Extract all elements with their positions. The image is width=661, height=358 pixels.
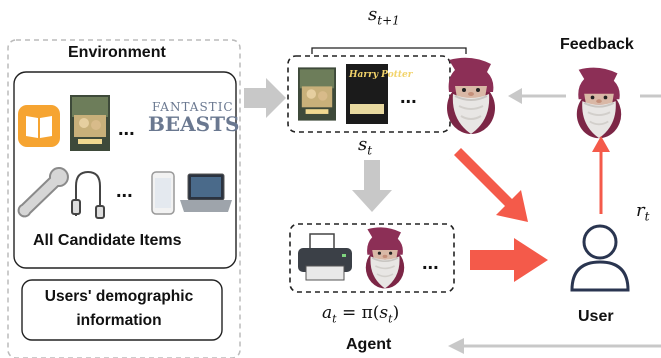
agent-ellipsis: ... [422,252,439,274]
fantastic-logo-bottom: BEASTS [148,112,240,136]
user-to-feedback-arrowhead [592,136,610,152]
agent-to-user-arrow [470,238,548,282]
state-plush-icon [445,56,497,136]
cable-icon [71,170,105,219]
candidate-ellipsis-2: ... [116,180,133,202]
phone-icon [151,171,175,215]
candidate-items-title: All Candidate Items [33,232,182,249]
book-app-icon [18,105,60,147]
agent-box [289,223,455,293]
agent-plush-icon [364,226,406,290]
state-bracket [311,47,467,54]
state-poster-icon [298,67,336,121]
environment-box [7,39,241,358]
laptop-icon [180,173,232,212]
fantastic-logo-top: FANTASTIC [152,100,234,114]
harry-potter-cover-title: Harry Potter [349,70,413,80]
action-formula: at = π(st) [322,303,400,326]
demographic-line-1: Users' demographic [44,288,194,305]
reward-label: rt [636,200,650,224]
candidate-items-box [13,71,237,269]
demographic-line-2: information [76,312,162,329]
demographic-box [21,279,223,341]
wrench-icon [17,167,69,218]
state-to-user-arrow [449,148,528,222]
state-to-agent-arrow [352,160,392,212]
movie-poster-icon [70,95,110,151]
state-box [287,55,451,133]
current-state-label: st [358,134,373,158]
return-arrowhead [448,338,464,354]
agent-title: Agent [346,336,392,353]
feedback-plush-icon [575,66,623,140]
candidate-ellipsis-1: ... [118,118,135,140]
feedback-title: Feedback [560,36,634,53]
env-to-state-arrow [244,78,286,118]
environment-title: Environment [68,44,166,61]
user-title: User [578,308,614,325]
printer-icon [298,233,352,281]
harry-potter-book-icon [346,64,388,124]
user-icon [570,224,630,292]
next-state-label: st+1 [368,4,400,28]
state-ellipsis: ... [400,86,417,108]
feedback-to-state-arrowhead [508,88,522,104]
